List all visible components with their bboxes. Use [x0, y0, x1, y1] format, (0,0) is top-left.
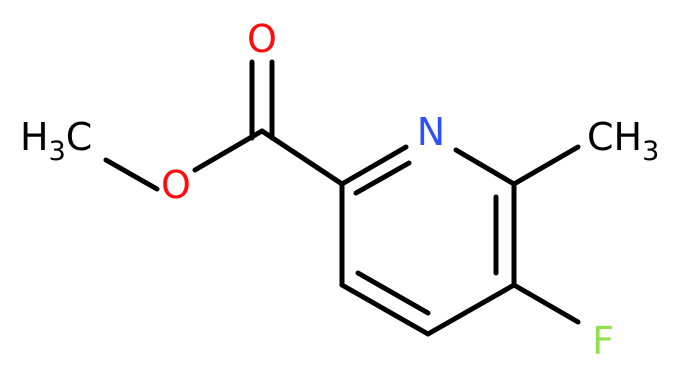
- bond-ring-c2-n1-inner: [353, 160, 412, 196]
- bond-ring-n1-c6: [453, 147, 517, 187]
- bond-carbonyl-ring: [259, 128, 345, 187]
- bond-ring-c5-c4: [425, 282, 517, 337]
- atom-label-ester-oxygen: O: [161, 163, 191, 207]
- atom-label-ring-methyl: CH3: [587, 115, 659, 167]
- methoxy-subscript: 3: [49, 136, 66, 167]
- ring-methyl-ch: CH: [587, 115, 642, 159]
- bond-c-f: [511, 282, 581, 325]
- ring-methyl-subscript: 3: [642, 136, 659, 167]
- atom-label-fluorine: F: [592, 319, 614, 363]
- bond-ring-c4-c3-inner: [355, 270, 431, 316]
- bond-ring-c2-n1: [339, 144, 409, 187]
- bond-ring-c4-c3: [339, 282, 431, 337]
- bond-ring-methyl: [511, 144, 581, 187]
- atom-label-ring-nitrogen: N: [417, 110, 445, 154]
- methoxy-h: H: [20, 115, 49, 159]
- bond-methoxy-c-o: [103, 157, 160, 192]
- methoxy-c: C: [66, 115, 93, 159]
- atom-label-carbonyl-oxygen: O: [247, 17, 277, 61]
- atom-label-methoxy-methyl: H3C: [20, 115, 92, 167]
